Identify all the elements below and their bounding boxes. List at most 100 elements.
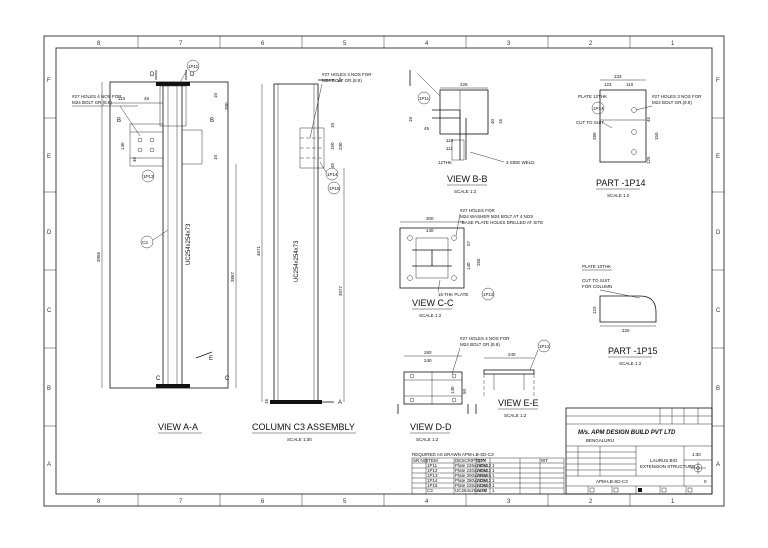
company-name: M/s. APM DESIGN BUILD PVT LTD bbox=[578, 430, 676, 436]
table-row: C3 UC254x254x73 AOM 1 bbox=[427, 488, 495, 493]
grid-col-label: 4 bbox=[425, 499, 429, 505]
dim-label: 150 bbox=[330, 142, 335, 150]
table-cell: AOM bbox=[477, 483, 488, 488]
table-row: 1P12 Plate 240x260x12 AOM 1 bbox=[427, 468, 495, 473]
grid-row-label: C bbox=[716, 308, 721, 314]
view-aa-column-outline bbox=[109, 81, 229, 389]
dim-label: 45 bbox=[132, 156, 137, 162]
section-mark-e: E bbox=[209, 356, 213, 362]
grid-row-label: A bbox=[716, 462, 720, 468]
table-cell: 1 bbox=[492, 468, 495, 473]
dim-label: 125 bbox=[646, 156, 651, 164]
callout-c3: C3 bbox=[142, 240, 148, 245]
view-cc-note: *BASE PLATE HOLES DRILLED AT SITE bbox=[460, 220, 543, 225]
grid-col-label: 8 bbox=[97, 41, 101, 47]
table-row: 1P15 Plate 226x123x10 AOM 1 bbox=[427, 483, 495, 488]
dim-label: 111 bbox=[446, 146, 453, 151]
part-1p15-scale: SCALE 1:2 bbox=[619, 361, 642, 366]
view-bb: 1P11 226 110 111 45 40 10 16 12THK 3 SID… bbox=[408, 70, 535, 194]
view-cc-note: M24 WASHER M24 BOLT AT 4 NOS bbox=[460, 214, 533, 219]
dim-label: 140 bbox=[450, 386, 455, 394]
view-cc-plate-note: 16 THK PLATE bbox=[438, 292, 468, 297]
bom-col: ITEM bbox=[427, 458, 438, 463]
table-cell: AOM bbox=[477, 473, 488, 478]
dim-label: 45 bbox=[144, 96, 150, 101]
dim-label: 123 bbox=[592, 306, 597, 314]
callout-1p15: 1P15 bbox=[329, 186, 340, 191]
view-cc-scale: SCALE 1:2 bbox=[419, 313, 442, 318]
table-cell: Plate 226x123x10 bbox=[455, 483, 492, 488]
dim-label: 10 bbox=[213, 92, 218, 98]
grid-row-label: F bbox=[47, 78, 51, 84]
grid-col-label: 6 bbox=[261, 41, 265, 47]
bom-col: WT bbox=[541, 458, 548, 463]
dim-label: 45 bbox=[424, 126, 430, 131]
dim-label: 3956 bbox=[96, 251, 101, 262]
table-cell: 1P11 bbox=[427, 463, 438, 468]
grid-rows: F E D C B A F E D C B A bbox=[44, 78, 724, 468]
bom-col: SR.NO bbox=[413, 458, 428, 463]
dim-label: 233 bbox=[614, 74, 622, 79]
dim-label: 300 bbox=[426, 216, 434, 221]
grid-row-label: E bbox=[47, 154, 51, 160]
view-bb-plate-note: 12THK bbox=[438, 160, 452, 165]
part-1p14-holes-note: M24 BOLT GR.(8.8) bbox=[652, 100, 692, 105]
view-aa-holes-note: #27 HOLES 4 NOS FOR bbox=[72, 94, 122, 99]
grid-col-label: 1 bbox=[671, 499, 675, 505]
dim-label: 45 bbox=[646, 116, 651, 122]
table-cell: Plate 300x265x16 bbox=[455, 473, 492, 478]
table-cell: Plate 226x160x12 bbox=[455, 463, 492, 468]
view-bb-scale: SCALE 1:2 bbox=[454, 189, 477, 194]
view-aa-member-label: UC254x254x73 bbox=[186, 223, 192, 265]
dim-label: 140 bbox=[466, 262, 471, 270]
view-dd-plate bbox=[403, 371, 463, 405]
dim-label: 4671 bbox=[256, 245, 261, 256]
grid-row-label: D bbox=[716, 230, 721, 236]
view-part-1p14: PLATE 12THK 1P14 CUT TO SUIT #27 HOLES 3… bbox=[576, 74, 702, 198]
table-cell: 1P12 bbox=[427, 468, 438, 473]
dim-label: 10 bbox=[330, 122, 335, 128]
inner-frame bbox=[55, 47, 713, 495]
part-1p15-cut-note: FOR COLUMN bbox=[582, 284, 612, 289]
dim-label: 57 bbox=[466, 240, 471, 246]
dim-label: 230 bbox=[338, 142, 343, 150]
dim-label: 3867 bbox=[230, 271, 235, 282]
table-row: 1P11 Plate 226x160x12 AOM 1 bbox=[427, 463, 495, 468]
grid-row-label: F bbox=[716, 78, 720, 84]
callout-1p13: 1P13 bbox=[143, 174, 154, 179]
part-1p14-holes-note: #27 HOLES 3 NOS FOR bbox=[652, 94, 702, 99]
dim-label: 240 bbox=[424, 358, 432, 363]
view-dd: #27 HOLES 4 NOS FOR M24 BOLT GR.(8.8) 26… bbox=[397, 336, 510, 442]
table-cell: 1 bbox=[492, 478, 495, 483]
callout-1p14: 1P14 bbox=[327, 172, 338, 177]
revision: 0 bbox=[704, 479, 707, 484]
dim-label: 260 bbox=[424, 350, 432, 355]
view-dd-scale: SCALE 1:2 bbox=[416, 437, 439, 442]
table-cell: 1P14 bbox=[427, 478, 438, 483]
grid-row-label: A bbox=[47, 462, 51, 468]
table-cell: UC254x254x73 bbox=[455, 488, 487, 493]
view-bb-weld-note: 3 SIDE WELD bbox=[506, 160, 535, 165]
part-1p15-title: PART -1P15 bbox=[608, 346, 658, 356]
view-dd-title: VIEW D-D bbox=[410, 422, 452, 432]
view-ee-scale: SCALE 1:2 bbox=[504, 413, 527, 418]
project-name: EXTENSION STRUCTURE bbox=[640, 464, 695, 469]
dim-label: 280 bbox=[592, 132, 597, 140]
grid-col-label: 8 bbox=[97, 499, 101, 505]
callout-1p11-bb: 1P11 bbox=[419, 96, 430, 101]
dim-label: 200 bbox=[224, 102, 229, 110]
dim-label: 265 bbox=[476, 258, 481, 266]
table-row: 1P14 Plate 280x233x12 AOM 1 bbox=[427, 478, 495, 483]
part-1p14-scale: SCALE 1:2 bbox=[607, 193, 630, 198]
bom-col: QTY bbox=[477, 458, 486, 463]
table-cell: 1 bbox=[492, 483, 495, 488]
dim-label: 226 bbox=[460, 82, 468, 87]
checkbox-icon bbox=[661, 487, 667, 493]
table-cell: 1 bbox=[492, 488, 495, 493]
dim-label: 140 bbox=[426, 228, 434, 233]
c3-member-label: UC254x254x73 bbox=[294, 240, 300, 282]
view-dd-note: #27 HOLES 4 NOS FOR bbox=[460, 336, 510, 341]
grid-col-label: 2 bbox=[589, 41, 593, 47]
checkbox-icon bbox=[638, 488, 642, 492]
